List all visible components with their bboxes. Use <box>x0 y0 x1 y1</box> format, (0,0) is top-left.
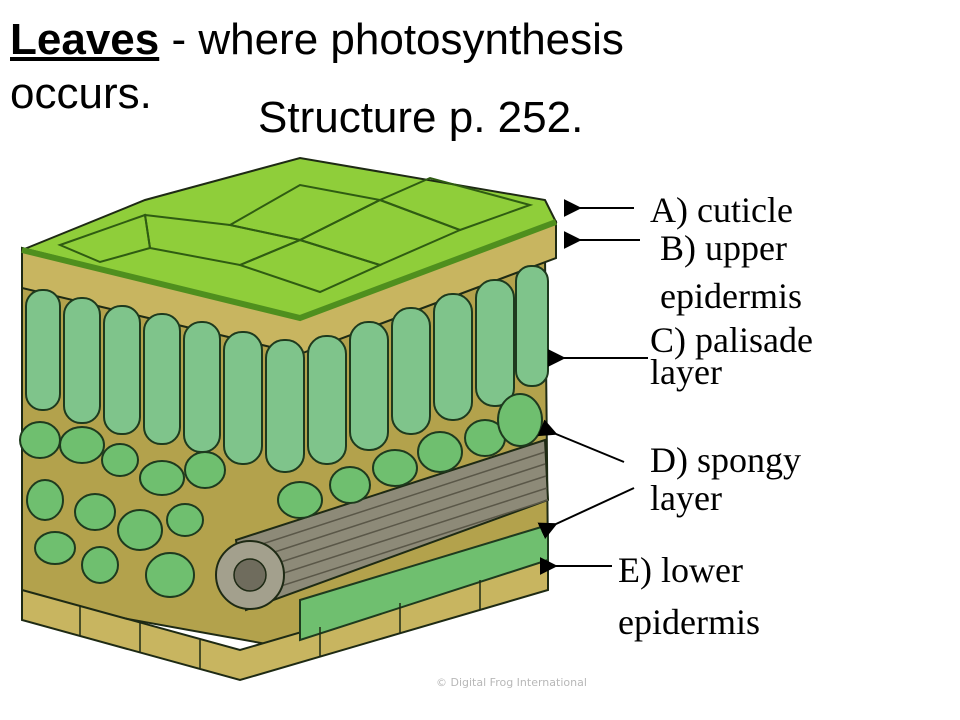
label-palisade-1: C) palisade <box>650 320 813 360</box>
page-title: Leaves - where photosynthesis <box>10 18 624 62</box>
label-palisade-2: layer <box>650 352 722 392</box>
label-spongy-2: layer <box>650 478 722 518</box>
title-rest: - where photosynthesis <box>159 15 624 64</box>
spongy-cells <box>19 393 543 598</box>
label-lower-epidermis-2: epidermis <box>618 602 760 642</box>
arrow-spongy-top <box>537 419 625 463</box>
page-subtitle: Structure p. 252. <box>258 93 584 142</box>
pointer-arrows <box>537 199 648 575</box>
label-spongy-1: D) spongy <box>650 440 801 480</box>
leaf-block <box>19 156 558 682</box>
vein-striations <box>249 451 549 597</box>
title-line-2: occurs. <box>10 69 152 118</box>
lower-epidermis-cells <box>79 580 481 668</box>
vein-core <box>233 558 267 592</box>
image-credit: © Digital Frog International <box>436 676 587 689</box>
label-upper-epidermis-1: B) upper <box>660 228 787 268</box>
cuticle-layer <box>21 219 558 322</box>
label-upper-epidermis-2: epidermis <box>660 276 802 316</box>
arrow-spongy-bottom <box>537 487 635 539</box>
label-cuticle: A) cuticle <box>650 190 793 230</box>
title-keyword: Leaves <box>10 15 160 64</box>
lower-epidermis-band <box>21 558 549 682</box>
palisade-cells <box>25 265 549 473</box>
label-lower-epidermis-1: E) lower <box>618 550 743 590</box>
top-cell-outlines <box>57 176 534 294</box>
